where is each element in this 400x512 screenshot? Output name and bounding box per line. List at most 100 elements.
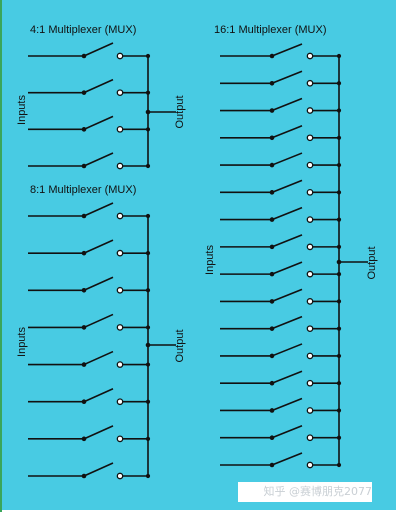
mux16-input-channel bbox=[220, 397, 342, 414]
switch-contact-terminal bbox=[306, 298, 314, 305]
mux4-input-channel bbox=[28, 152, 151, 170]
mux4-input-channel bbox=[28, 78, 151, 97]
bus-junction-dot bbox=[145, 90, 151, 95]
switch-contact-terminal bbox=[306, 216, 314, 223]
switch-blade bbox=[83, 276, 114, 292]
switch-blade bbox=[83, 313, 114, 329]
switch-blade bbox=[271, 452, 303, 466]
mux16-input-channel bbox=[220, 43, 342, 60]
switch-blade bbox=[271, 397, 303, 412]
mux4-inputs-label: Inputs bbox=[16, 95, 28, 125]
switch-contact-terminal bbox=[116, 162, 124, 170]
switch-contact-terminal bbox=[306, 79, 314, 87]
switch-contact-terminal bbox=[116, 249, 124, 257]
mux16-input-channel bbox=[220, 424, 342, 442]
mux16-input-channel bbox=[220, 206, 342, 223]
switch-blade bbox=[271, 43, 303, 57]
mux16-input-channel bbox=[220, 70, 342, 87]
mux4-title: 4:1 Multiplexer (MUX) bbox=[30, 24, 137, 36]
bus-junction-dot bbox=[336, 435, 342, 440]
mux16-output-junction-dot bbox=[336, 259, 342, 265]
switch-blade bbox=[83, 152, 114, 167]
switch-blade bbox=[83, 202, 114, 217]
switch-contact-terminal bbox=[306, 52, 314, 60]
bus-junction-dot bbox=[336, 299, 342, 304]
bus-junction-dot bbox=[145, 399, 151, 404]
bus-junction-dot bbox=[145, 251, 151, 256]
switch-contact-terminal bbox=[306, 352, 314, 360]
bus-junction-dot bbox=[336, 353, 342, 359]
bus-junction-dot bbox=[145, 53, 151, 59]
switch-contact-terminal bbox=[306, 325, 314, 333]
mux4-input-channel bbox=[28, 42, 151, 60]
switch-contact-terminal bbox=[306, 107, 314, 114]
switch-contact-terminal bbox=[306, 243, 314, 251]
mux16-input-channel bbox=[220, 261, 342, 278]
mux16-input-channel bbox=[220, 152, 342, 169]
bus-junction-dot bbox=[145, 436, 151, 441]
switch-blade bbox=[83, 42, 114, 57]
switch-contact-terminal bbox=[306, 134, 314, 142]
mux4-output-junction-dot bbox=[145, 109, 151, 115]
bus-junction-dot bbox=[145, 362, 151, 367]
switch-contact-terminal bbox=[116, 286, 124, 294]
switch-contact-terminal bbox=[116, 398, 124, 406]
mux8-input-channel bbox=[28, 425, 151, 443]
mux8-input-channel bbox=[28, 387, 151, 406]
mux8-input-channel bbox=[28, 350, 151, 368]
mux16-output-label: Output bbox=[366, 246, 378, 280]
switch-blade bbox=[83, 425, 114, 440]
switch-blade bbox=[271, 370, 303, 384]
bus-junction-dot bbox=[336, 190, 342, 195]
switch-blade bbox=[271, 206, 303, 221]
switch-blade bbox=[271, 125, 303, 139]
switch-blade bbox=[271, 261, 303, 275]
switch-blade bbox=[271, 179, 303, 194]
bus-junction-dot bbox=[145, 163, 151, 169]
mux16-inputs-label: Inputs bbox=[204, 245, 216, 275]
bus-junction-dot bbox=[145, 288, 151, 293]
switch-blade bbox=[83, 115, 114, 131]
mux8-input-channel bbox=[28, 239, 151, 257]
switch-blade bbox=[83, 462, 114, 477]
mux16-input-channel bbox=[220, 370, 342, 387]
bus-junction-dot bbox=[336, 162, 342, 168]
watermark-text: 知乎 @赛博朋克2077 bbox=[238, 482, 372, 502]
mux-8-to-1-circuit bbox=[28, 202, 176, 480]
bus-junction-dot bbox=[336, 108, 342, 113]
switch-contact-terminal bbox=[116, 212, 124, 220]
mux16-input-channel bbox=[220, 315, 342, 333]
switch-blade bbox=[271, 288, 303, 303]
switch-blade bbox=[271, 152, 303, 166]
switch-contact-terminal bbox=[116, 435, 124, 443]
mux-4-to-1-circuit bbox=[28, 42, 176, 170]
mux16-input-channel bbox=[220, 125, 342, 142]
switch-contact-terminal bbox=[116, 89, 124, 97]
bus-junction-dot bbox=[336, 53, 342, 59]
mux16-input-channel bbox=[220, 343, 342, 360]
switch-contact-terminal bbox=[306, 379, 314, 387]
switch-contact-terminal bbox=[306, 188, 314, 196]
bus-junction-dot bbox=[145, 127, 151, 132]
switch-contact-terminal bbox=[306, 434, 314, 442]
switch-contact-terminal bbox=[116, 324, 124, 331]
mux16-input-channel bbox=[220, 288, 342, 305]
bus-junction-dot bbox=[145, 325, 151, 330]
mux-16-to-1-circuit bbox=[220, 43, 368, 469]
mux4-input-channel bbox=[28, 115, 151, 133]
switch-contact-terminal bbox=[116, 125, 124, 133]
mux8-output-junction-dot bbox=[145, 342, 151, 348]
mux16-input-channel bbox=[220, 179, 342, 196]
mux8-input-channel bbox=[28, 313, 151, 331]
mux8-inputs-label: Inputs bbox=[16, 327, 28, 357]
mux16-input-channel bbox=[220, 97, 342, 114]
bus-junction-dot bbox=[336, 81, 342, 86]
mux16-input-channel bbox=[220, 234, 342, 251]
switch-contact-terminal bbox=[306, 407, 314, 414]
bus-junction-dot bbox=[336, 217, 342, 222]
switch-blade bbox=[271, 234, 303, 248]
mux8-output-label: Output bbox=[174, 329, 186, 363]
bus-junction-dot bbox=[145, 213, 151, 219]
bus-junction-dot bbox=[336, 135, 342, 140]
